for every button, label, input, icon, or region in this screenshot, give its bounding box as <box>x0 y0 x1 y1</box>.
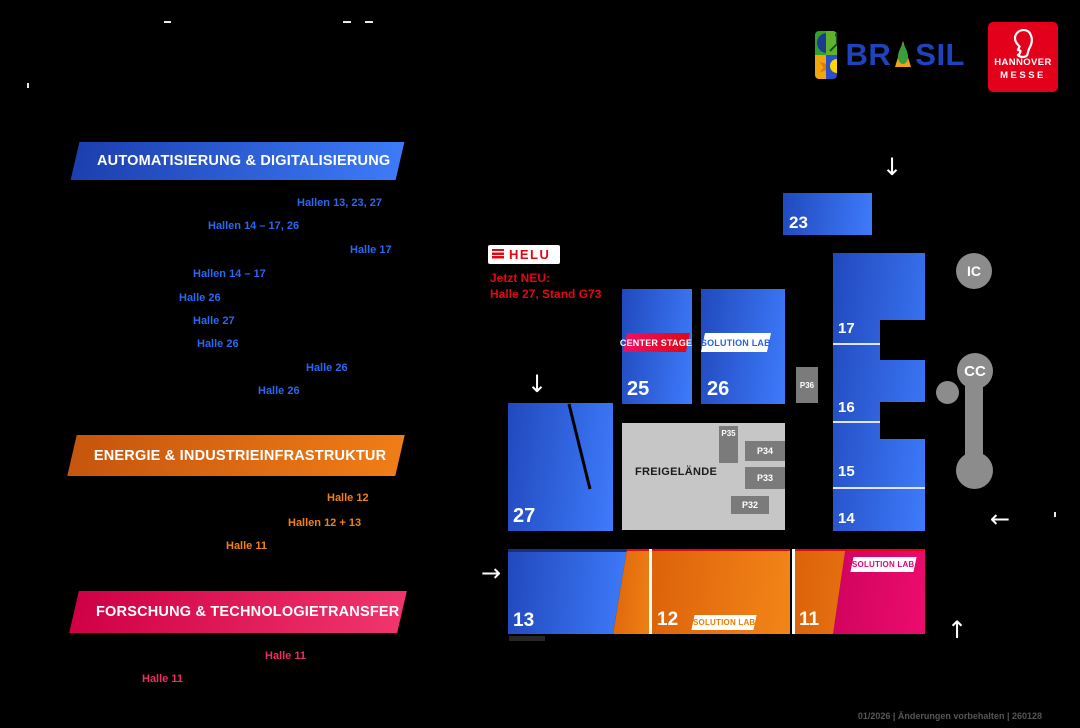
building-notch <box>880 402 925 439</box>
freigelaende-area: FREIGELÄNDE P35 P34 P33 P32 <box>622 423 785 530</box>
artifact-dash <box>343 21 351 23</box>
hall-divider <box>833 421 880 423</box>
parking-p35: P35 <box>719 426 738 463</box>
solution-lab-badge: SOLUTION LAB <box>700 333 772 352</box>
hall-23-label: 23 <box>789 213 808 232</box>
hall-15-label: 15 <box>838 463 855 480</box>
hall-16-label: 16 <box>838 399 855 416</box>
legend-banner-title: AUTOMATISIERUNG & DIGITALISIERUNG <box>97 153 391 169</box>
hall-11: 11 SOLUTION LAB <box>795 549 925 634</box>
cc-small-node <box>936 381 959 404</box>
building-notch <box>880 320 925 360</box>
hall-26-label: 26 <box>707 378 730 400</box>
cc-convention-center: CC <box>930 350 1000 492</box>
solution-lab-badge: SOLUTION LAB <box>850 557 917 572</box>
parking-p32: P32 <box>731 496 769 514</box>
hall-17-14-complex: 17 16 15 14 <box>833 253 925 531</box>
hall-25-label: 25 <box>627 378 650 400</box>
legend-banner-title: ENERGIE & INDUSTRIEINFRASTRUKTUR <box>94 447 387 464</box>
hall-27-label: 27 <box>513 505 536 527</box>
cc-label-circle: CC <box>957 353 993 389</box>
entrance-arrow-down: ↓ <box>527 370 548 398</box>
hall-divider <box>792 549 795 634</box>
hall-13-label: 13 <box>513 610 535 631</box>
parking-p36: P36 <box>796 367 818 403</box>
hannover-messe-logo: HANNOVER MESSE <box>988 22 1058 92</box>
legend-item: Halle 11 <box>265 650 306 662</box>
legend-item: Hallen 12 + 13 <box>288 517 362 529</box>
hall-26: SOLUTION LAB 26 <box>700 289 785 404</box>
face-profile-icon <box>1013 29 1033 59</box>
ic-information-center: IC <box>956 253 992 289</box>
hall-17-label: 17 <box>838 320 855 337</box>
entrance-arrow-down: ↓ <box>882 153 903 181</box>
messe-text: MESSE <box>1000 70 1046 81</box>
hall-11-label: 11 <box>799 609 820 630</box>
cc-walkway <box>965 371 983 471</box>
hall-divider <box>833 343 880 345</box>
legend-item: Hallen 13, 23, 27 <box>297 197 382 209</box>
legend-item: Halle 17 <box>350 244 392 256</box>
solution-lab-badge: SOLUTION LAB <box>691 615 757 630</box>
hall-25: CENTER STAGE 25 <box>620 289 693 404</box>
brasil-text-left: BR <box>845 37 892 72</box>
helu-stripes-icon <box>492 249 504 260</box>
helu-ad-logo: HELU <box>488 245 560 264</box>
road-line-icon <box>567 403 592 490</box>
entrance-arrow-up: ↑ <box>947 616 968 644</box>
legend-item: Hallen 14 – 17, 26 <box>208 220 300 232</box>
hall-23: 23 <box>783 193 872 235</box>
artifact-dash <box>365 21 373 23</box>
hall-13: 13 <box>508 549 627 634</box>
hall-divider <box>833 487 925 489</box>
solution-lab-label: SOLUTION LAB <box>701 337 771 348</box>
footer-note: 01/2026 | Änderungen vorbehalten | 26012… <box>857 711 1042 721</box>
legend-item: Halle 26 <box>179 292 221 304</box>
cc-south-node <box>956 452 993 489</box>
legend-item: Halle 11 <box>226 540 267 552</box>
brasil-a-glyph-icon <box>895 41 912 67</box>
hall-14-label: 14 <box>838 510 855 527</box>
helu-ad-line2: Halle 27, Stand G73 <box>490 287 602 301</box>
hannover-text: HANNOVER <box>994 57 1052 68</box>
helu-brand-text: HELU <box>509 247 551 262</box>
legend-item: Halle 26 <box>197 338 239 350</box>
legend-banner-forschung: FORSCHUNG & TECHNOLOGIETRANSFER <box>69 591 407 633</box>
hall-12: 12 SOLUTION LAB <box>652 549 790 634</box>
brasil-logo: BR SIL <box>815 30 965 80</box>
center-stage-label: CENTER STAGE <box>620 337 693 348</box>
artifact-dash <box>27 83 29 88</box>
solution-lab-label: SOLUTION LAB <box>692 618 756 627</box>
artifact-dash <box>164 21 171 23</box>
illegible-caption <box>509 636 545 641</box>
hall-27: 27 <box>508 403 613 531</box>
solution-lab-label: SOLUTION LAB <box>852 560 915 569</box>
legend-item: Halle 26 <box>258 385 300 397</box>
entrance-arrow-left: ← <box>990 505 1011 533</box>
freigelaende-label: FREIGELÄNDE <box>635 466 718 478</box>
legend-item: Halle 26 <box>306 362 348 374</box>
hall-12-label: 12 <box>657 609 679 630</box>
helu-ad-line1: Jetzt NEU: <box>490 271 551 285</box>
brasil-mosaic-icon <box>815 31 838 79</box>
artifact-dash <box>1054 512 1056 517</box>
entrance-arrow-right: → <box>481 559 502 587</box>
parking-p33: P33 <box>745 467 785 489</box>
brasil-wordmark: BR SIL <box>845 37 965 73</box>
hall-divider <box>649 549 652 634</box>
center-stage-badge: CENTER STAGE <box>620 333 693 352</box>
legend-item: Halle 27 <box>193 315 235 327</box>
legend-item: Hallen 14 – 17 <box>193 268 266 280</box>
legend-item: Halle 11 <box>142 673 183 685</box>
brasil-text-right: SIL <box>915 37 965 72</box>
legend-banner-energie: ENERGIE & INDUSTRIEINFRASTRUKTUR <box>67 435 405 476</box>
legend-banner-automatisierung: AUTOMATISIERUNG & DIGITALISIERUNG <box>70 142 405 180</box>
legend-banner-title: FORSCHUNG & TECHNOLOGIETRANSFER <box>96 604 400 620</box>
legend-item: Halle 12 <box>327 492 369 504</box>
parking-p34: P34 <box>745 441 785 461</box>
